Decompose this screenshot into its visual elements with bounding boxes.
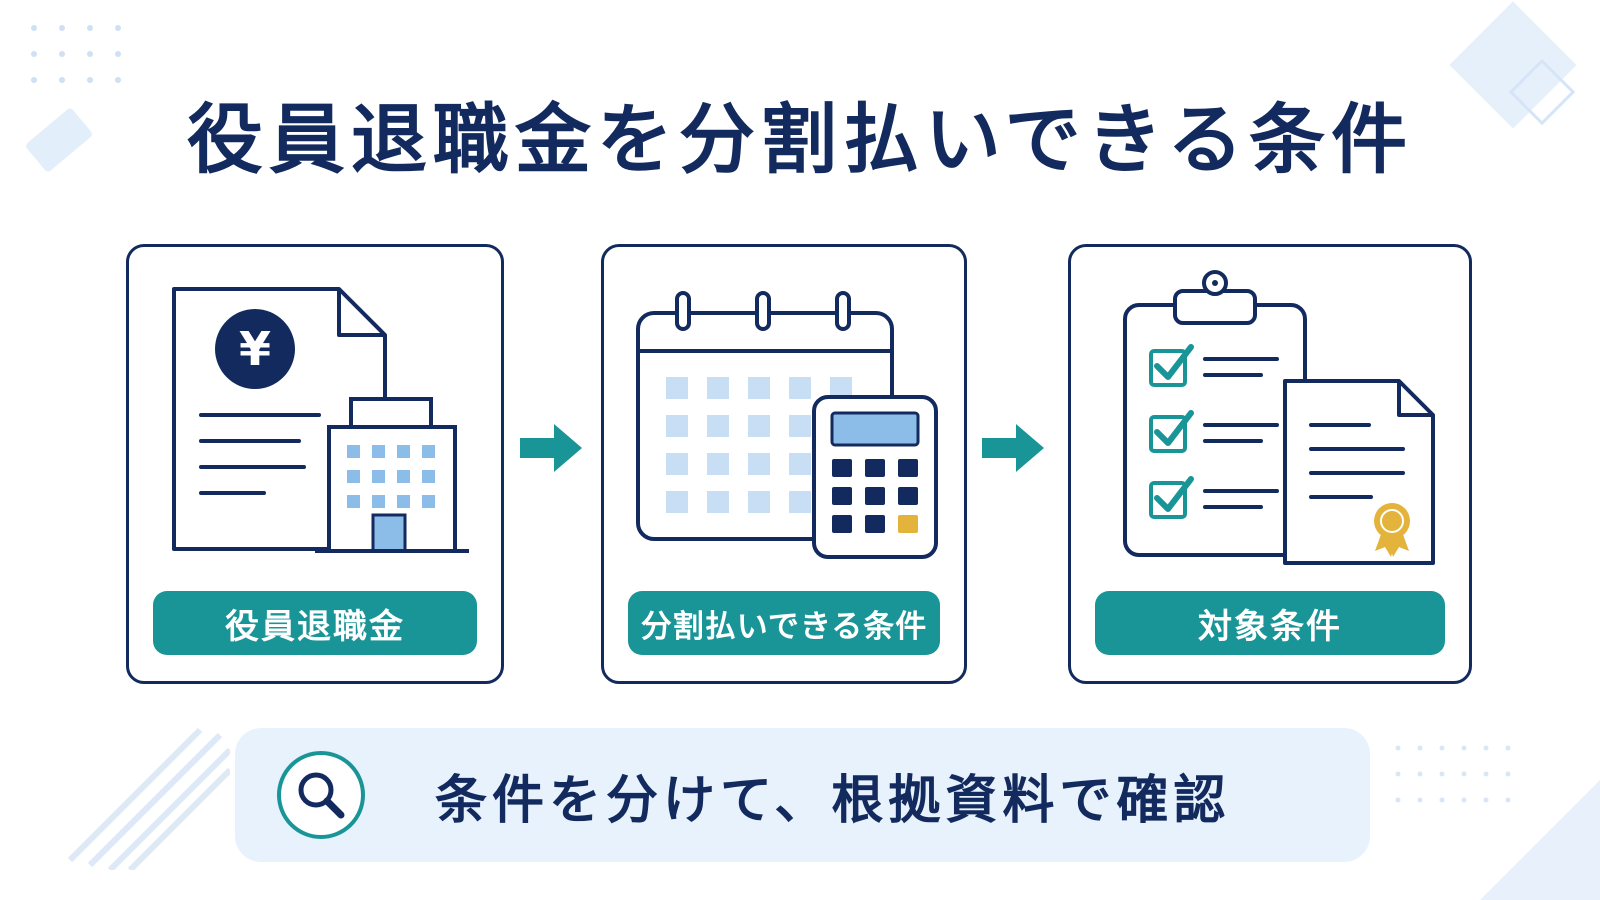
step-label-2: 分割払いできる条件 xyxy=(628,591,940,655)
corner-triangle-decoration xyxy=(1480,780,1600,900)
corner-diamond-decoration xyxy=(1450,1,1577,129)
summary-text: 条件を分けて、根拠資料で確認 xyxy=(435,770,1231,831)
svg-text:¥: ¥ xyxy=(239,322,271,376)
step-card-3: 対象条件 xyxy=(1068,244,1472,684)
calendar-calculator-icon xyxy=(636,291,938,559)
arrow-right-icon xyxy=(982,424,1044,472)
step-card-1: ¥ 役員退職金 xyxy=(126,244,504,684)
arrow-right-icon xyxy=(520,424,582,472)
stripe-decoration xyxy=(67,727,230,870)
document-yen-building-icon: ¥ xyxy=(172,287,469,553)
step-label-1: 役員退職金 xyxy=(153,591,477,655)
diamond-decoration xyxy=(26,108,92,172)
step-card-2: 分割払いできる条件 xyxy=(601,244,967,684)
dot-grid-decoration xyxy=(31,25,121,83)
search-icon xyxy=(277,751,365,839)
page-title: 役員退職金を分割払いできる条件 xyxy=(186,95,1414,184)
step-label-3: 対象条件 xyxy=(1095,591,1445,655)
clipboard-checklist-certificate-icon xyxy=(1123,270,1435,565)
dot-grid-decoration-right xyxy=(1395,745,1511,803)
summary-banner: 条件を分けて、根拠資料で確認 xyxy=(235,728,1370,862)
